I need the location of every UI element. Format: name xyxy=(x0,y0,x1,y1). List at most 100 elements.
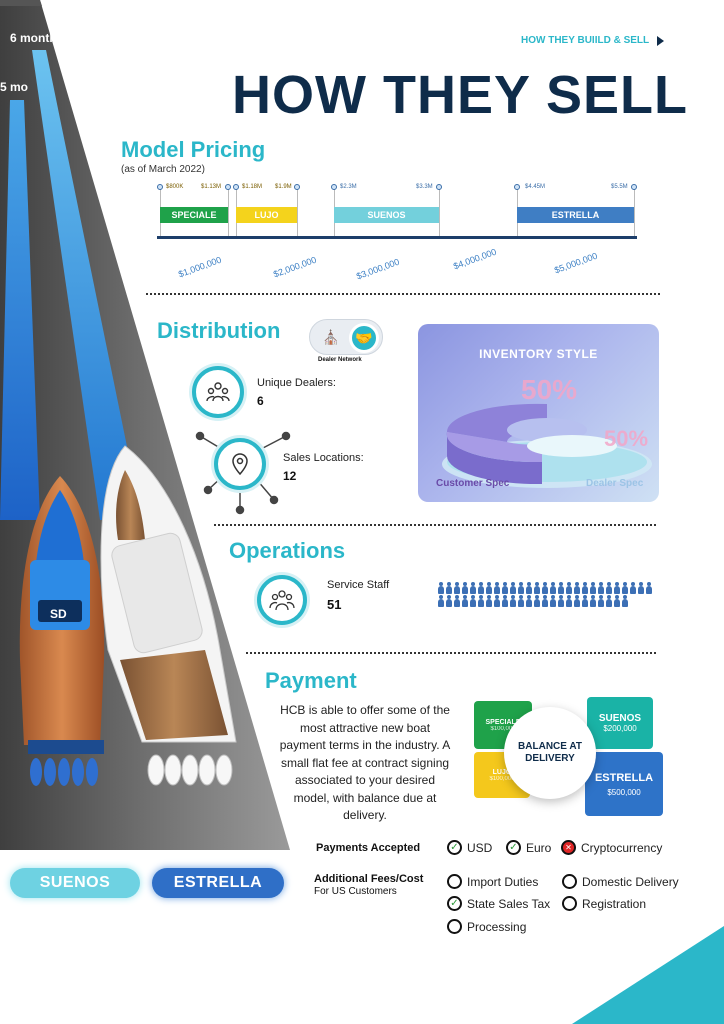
person-icon xyxy=(605,595,612,608)
person-icon xyxy=(501,595,508,608)
how-they-build-sell-link[interactable]: HOW THEY BUIILD & SELL xyxy=(521,35,665,46)
domestic-delivery-option: Domestic Delivery xyxy=(562,874,679,889)
person-icon xyxy=(525,595,532,608)
person-icon xyxy=(597,595,604,608)
speciale-bar: SPECIALE xyxy=(160,207,228,223)
person-icon xyxy=(509,582,516,595)
divider xyxy=(146,293,660,295)
registration-option: Registration xyxy=(562,896,646,911)
person-icon xyxy=(621,582,628,595)
person-icon xyxy=(613,582,620,595)
payment-description: HCB is able to offer some of the most at… xyxy=(279,703,451,822)
person-icon xyxy=(525,582,532,595)
state-sales-tax-label: State Sales Tax xyxy=(467,896,551,911)
person-icon xyxy=(557,595,564,608)
empty-circle-icon xyxy=(447,919,462,934)
speciale-low: $800K xyxy=(166,184,184,190)
suenos-high: $3.3M xyxy=(416,184,433,190)
unique-dealers-label: Unique Dealers: xyxy=(257,377,336,389)
inventory-donut xyxy=(442,403,652,488)
person-icon xyxy=(461,595,468,608)
inventory-style-card: INVENTORY STYLE 50% 50% Customer Spec De… xyxy=(418,324,659,502)
lujo-bar: LUJO xyxy=(236,207,297,223)
additional-fees-label: Additional Fees/Cost xyxy=(314,873,424,885)
axis-label-3m: $3,000,000 xyxy=(355,256,401,282)
empty-circle-icon xyxy=(562,896,577,911)
distribution-heading: Distribution xyxy=(157,318,281,343)
person-icon xyxy=(477,582,484,595)
usd-label: USD xyxy=(467,840,493,855)
lujo-tile-name: LUJO xyxy=(492,768,512,776)
person-icon xyxy=(469,595,476,608)
person-icon xyxy=(517,582,524,595)
person-icon xyxy=(517,595,524,608)
dealer-spec-percent: 50% xyxy=(604,426,649,451)
service-staff-value: 51 xyxy=(327,597,342,612)
pricing-date-note: (as of March 2022) xyxy=(121,164,205,175)
customer-spec-percent: 50% xyxy=(521,374,578,405)
person-icon xyxy=(437,595,444,608)
x-icon: ✕ xyxy=(561,840,576,855)
registration-label: Registration xyxy=(582,896,647,911)
check-icon: ✓ xyxy=(506,840,521,855)
estrella-boat-label: ESTRELLA xyxy=(152,868,284,898)
person-icon xyxy=(453,582,460,595)
lujo-tile-amount: $100,000 xyxy=(489,775,515,782)
timeline-label-6-months: 6 months xyxy=(10,31,64,45)
payments-accepted-label: Payments Accepted xyxy=(316,842,421,854)
handshake-icon: 🤝 xyxy=(349,323,379,353)
empty-circle-icon xyxy=(447,874,462,889)
unique-dealers-value: 6 xyxy=(257,394,264,408)
suenos-low: $2.3M xyxy=(340,184,357,190)
person-icon xyxy=(565,582,572,595)
pricing-axis xyxy=(157,236,637,239)
divider xyxy=(214,524,656,526)
lujo-high: $1.9M xyxy=(275,184,292,190)
cryptocurrency-label: Cryptocurrency xyxy=(581,840,663,855)
person-icon xyxy=(469,582,476,595)
estrella-tile: ESTRELLA $500,000 xyxy=(585,752,663,816)
speciale-tile-amount: $100,000 xyxy=(490,725,516,732)
euro-option: ✓Euro xyxy=(506,840,551,855)
inventory-title: INVENTORY STYLE xyxy=(479,347,598,361)
person-icon xyxy=(589,595,596,608)
dealers-icon xyxy=(192,366,244,418)
person-icon xyxy=(493,595,500,608)
person-icon xyxy=(613,595,620,608)
person-icon xyxy=(437,582,444,595)
person-icon xyxy=(549,582,556,595)
estrella-low: $4.45M xyxy=(525,184,546,190)
estrella-bar: ESTRELLA xyxy=(517,207,634,223)
person-icon xyxy=(485,582,492,595)
person-icon xyxy=(565,595,572,608)
estrella-tile-amount: $500,000 xyxy=(607,787,641,797)
nav-link-label: HOW THEY BUIILD & SELL xyxy=(521,35,650,46)
person-icon xyxy=(461,582,468,595)
suenos-bar: SUENOS xyxy=(334,207,439,223)
axis-label-4m: $4,000,000 xyxy=(452,246,498,272)
axis-label-2m: $2,000,000 xyxy=(272,254,318,280)
service-staff-label: Service Staff xyxy=(327,579,390,591)
axis-label-5m: $5,000,000 xyxy=(553,250,599,276)
dealer-network-label: Dealer Network xyxy=(318,357,362,363)
person-icon xyxy=(629,582,636,595)
sales-locations-value: 12 xyxy=(283,469,297,483)
person-icon xyxy=(605,582,612,595)
person-icon xyxy=(533,595,540,608)
person-icon xyxy=(581,582,588,595)
axis-label-1m: $1,000,000 xyxy=(177,254,223,280)
person-icon xyxy=(445,595,452,608)
service-staff-icon xyxy=(257,575,307,625)
divider xyxy=(246,652,656,654)
person-icon xyxy=(493,582,500,595)
person-icon xyxy=(597,582,604,595)
operations-heading: Operations xyxy=(229,538,346,563)
speciale-high: $1.13M xyxy=(201,184,222,190)
import-duties-option: Import Duties xyxy=(447,874,538,889)
person-icon xyxy=(637,582,644,595)
timeline-label-5-months: 5 mo xyxy=(0,80,29,94)
person-icon xyxy=(477,595,484,608)
location-pin-icon xyxy=(214,438,266,490)
person-icon xyxy=(453,595,460,608)
dealer-network-toggle[interactable]: ⛪ 🤝 xyxy=(309,319,383,355)
